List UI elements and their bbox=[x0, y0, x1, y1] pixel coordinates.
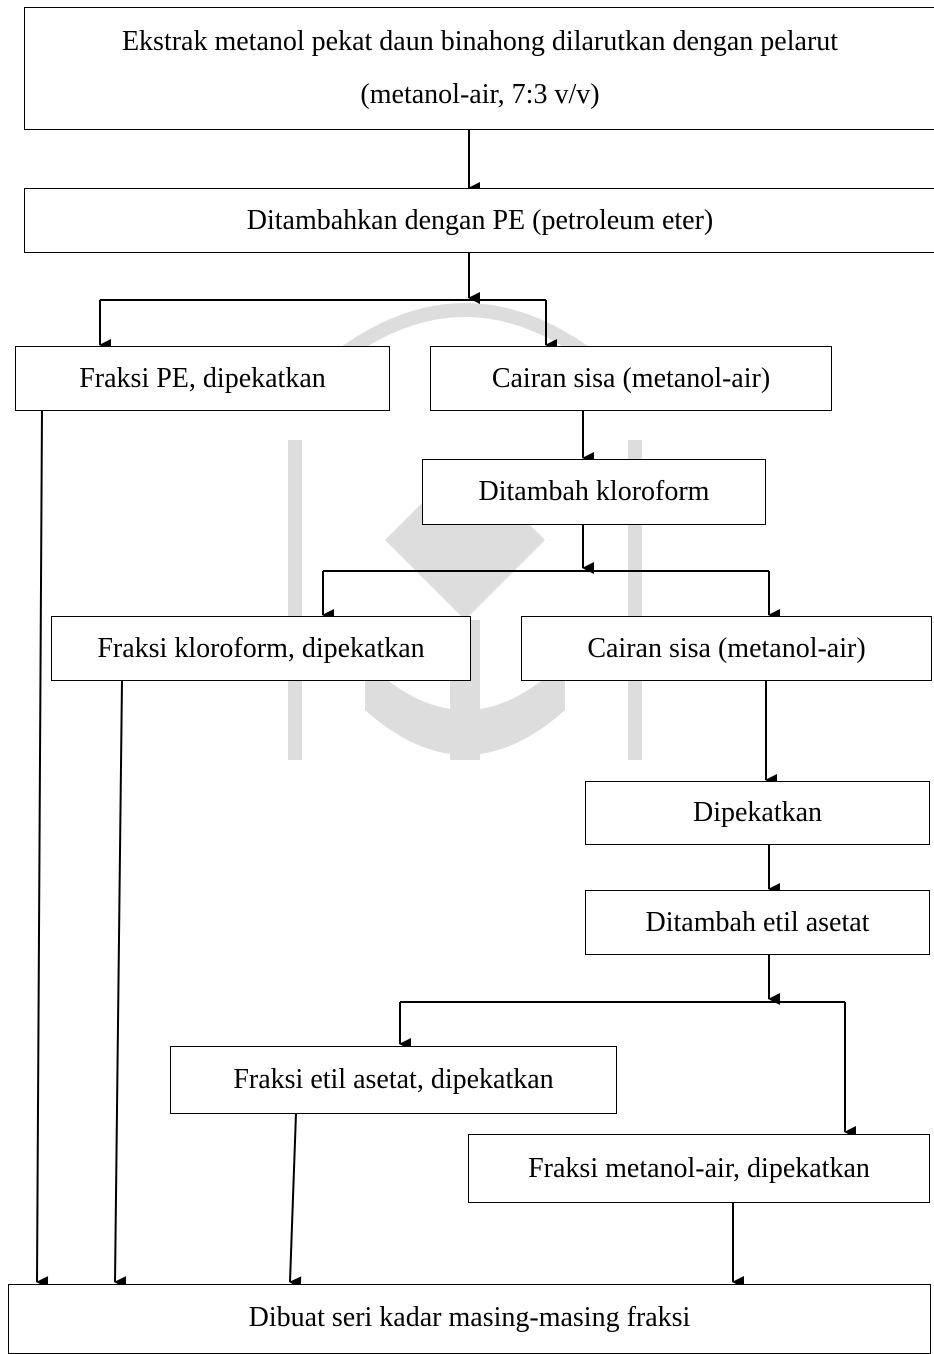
node-etil-asetat: Ditambah etil asetat bbox=[585, 890, 930, 955]
node-final-label: Dibuat seri kadar masing-masing fraksi bbox=[248, 1302, 691, 1333]
node-kloroform-label: Ditambah kloroform bbox=[478, 476, 710, 508]
node-sisa-1: Cairan sisa (metanol-air) bbox=[430, 346, 832, 411]
node-add-pe-label: Ditambahkan dengan PE (petroleum eter) bbox=[246, 204, 714, 236]
node-sisa-2: Cairan sisa (metanol-air) bbox=[521, 616, 932, 681]
node-fraksi-metanol-air: Fraksi metanol-air, dipekatkan bbox=[468, 1134, 930, 1203]
node-fraksi-kloroform-label: Fraksi kloroform, dipekatkan bbox=[97, 632, 425, 664]
node-fraksi-etil-asetat: Fraksi etil asetat, dipekatkan bbox=[170, 1046, 617, 1114]
node-sisa-1-label: Cairan sisa (metanol-air) bbox=[491, 362, 771, 394]
node-fraksi-etil-asetat-label: Fraksi etil asetat, dipekatkan bbox=[233, 1064, 554, 1096]
node-start-line1: Ekstrak metanol pekat daun binahong dila… bbox=[121, 26, 839, 58]
node-fraksi-metanol-air-label: Fraksi metanol-air, dipekatkan bbox=[528, 1152, 870, 1184]
node-add-pe: Ditambahkan dengan PE (petroleum eter) bbox=[24, 188, 934, 253]
node-dipekatkan: Dipekatkan bbox=[585, 781, 930, 845]
node-start-line2: (metanol-air, 7:3 v/v) bbox=[360, 78, 600, 110]
arrow-etil-to-final bbox=[289, 1112, 302, 1289]
node-final: Dibuat seri kadar masing-masing fraksi bbox=[8, 1284, 931, 1354]
node-dipekatkan-label: Dipekatkan bbox=[692, 797, 823, 829]
node-fraksi-pe-label: Fraksi PE, dipekatkan bbox=[79, 362, 326, 394]
node-sisa-2-label: Cairan sisa (metanol-air) bbox=[587, 632, 866, 664]
node-fraksi-pe: Fraksi PE, dipekatkan bbox=[15, 346, 390, 411]
node-start: Ekstrak metanol pekat daun binahong dila… bbox=[24, 7, 934, 130]
arrow-kloroform-to-final bbox=[114, 679, 127, 1289]
node-fraksi-kloroform: Fraksi kloroform, dipekatkan bbox=[51, 616, 471, 681]
arrow-pe-to-final bbox=[36, 409, 49, 1289]
node-etil-asetat-label: Ditambah etil asetat bbox=[645, 906, 870, 938]
node-kloroform: Ditambah kloroform bbox=[422, 459, 766, 525]
